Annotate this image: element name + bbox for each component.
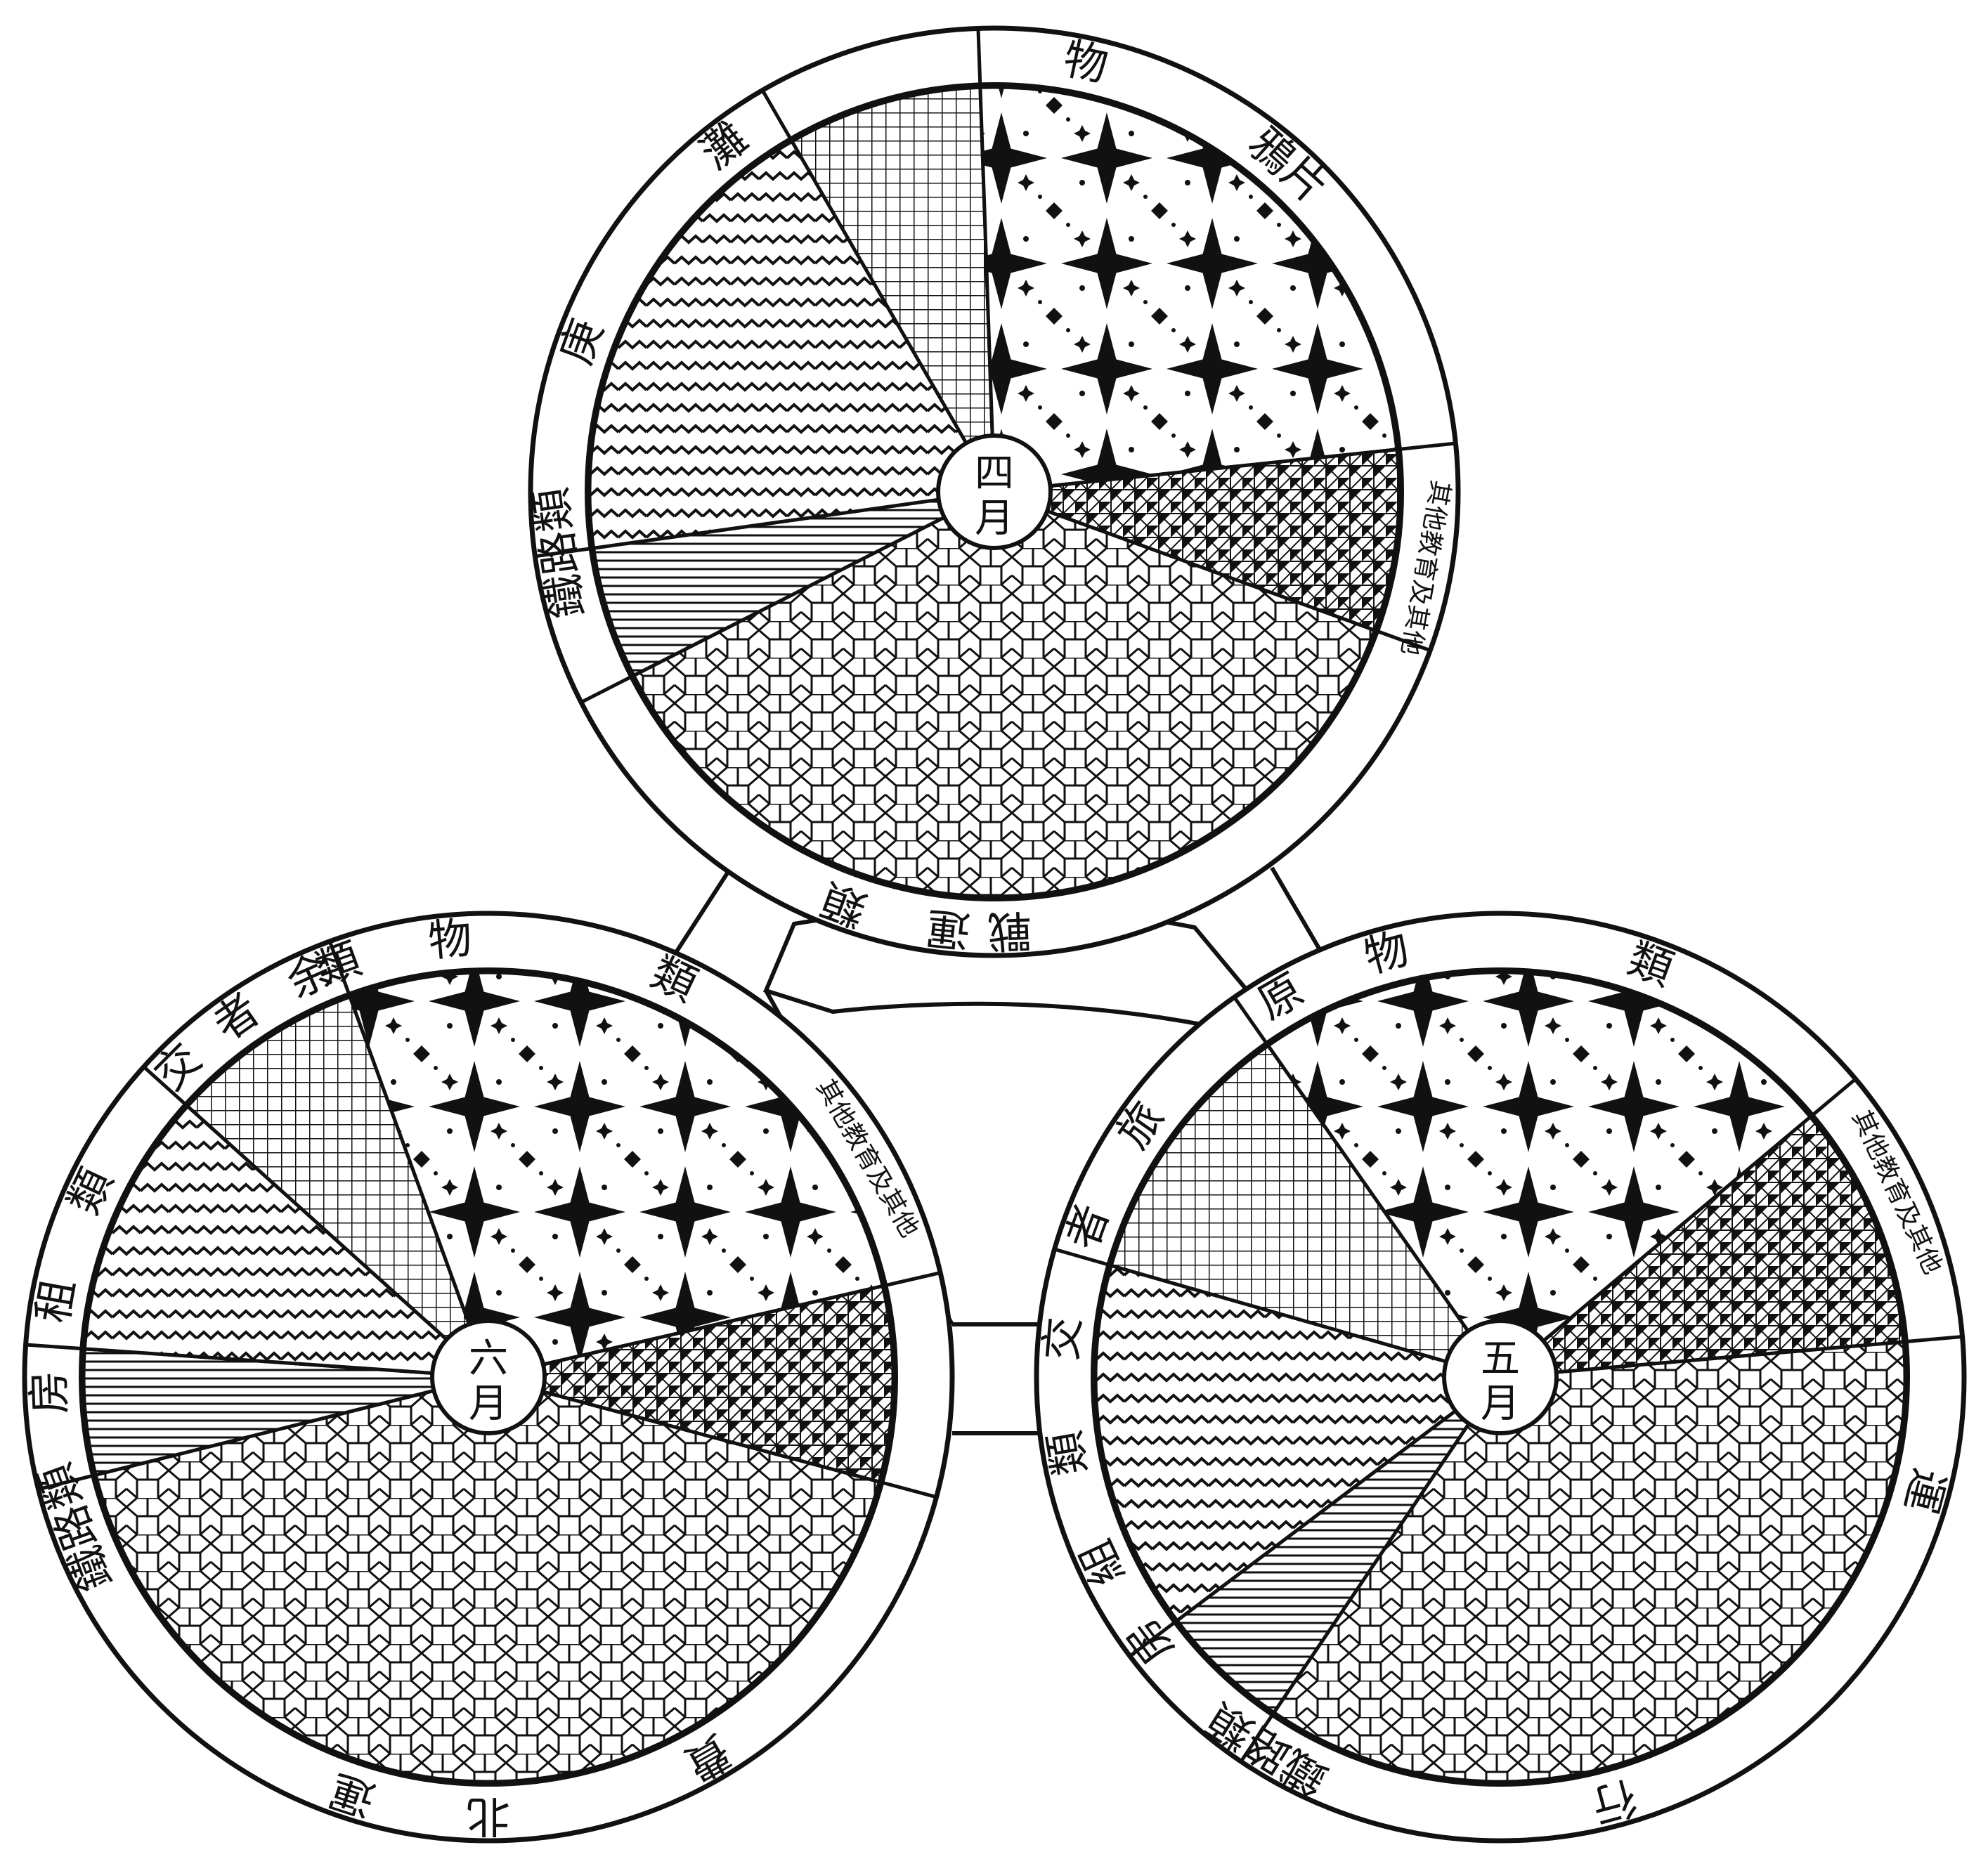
hub-label: 月	[975, 496, 1014, 542]
wheel-may: 五月物類其他教育及其他運行鐵路類房組類交者旅原	[1035, 913, 1964, 1841]
hub-label: 月	[1481, 1381, 1520, 1427]
wedge-star-diamond	[980, 87, 1397, 492]
hub-label: 四	[975, 451, 1014, 497]
rim-divider	[978, 28, 980, 84]
hub-label: 五	[1481, 1336, 1520, 1382]
wheel-april: 四月類運戰鐵路類庚灘物鴉片其他教育及其他	[525, 28, 1458, 958]
rim-label: 交	[1035, 1315, 1090, 1362]
hub-label: 六	[469, 1336, 508, 1382]
rim-label: 房	[22, 1370, 75, 1416]
rim-label: 租	[27, 1275, 85, 1327]
rim-label: 運	[924, 901, 973, 956]
rim-label: 北	[467, 1791, 510, 1842]
rim-label: 戰	[987, 904, 1033, 957]
rim-label: 物	[426, 912, 474, 967]
charts-root: 四月類運戰鐵路類庚灘物鴉片其他教育及其他五月物類其他教育及其他運行鐵路類房組類交…	[22, 28, 1964, 1842]
hub-label: 月	[469, 1381, 508, 1427]
rim-label: 類	[1039, 1428, 1097, 1480]
